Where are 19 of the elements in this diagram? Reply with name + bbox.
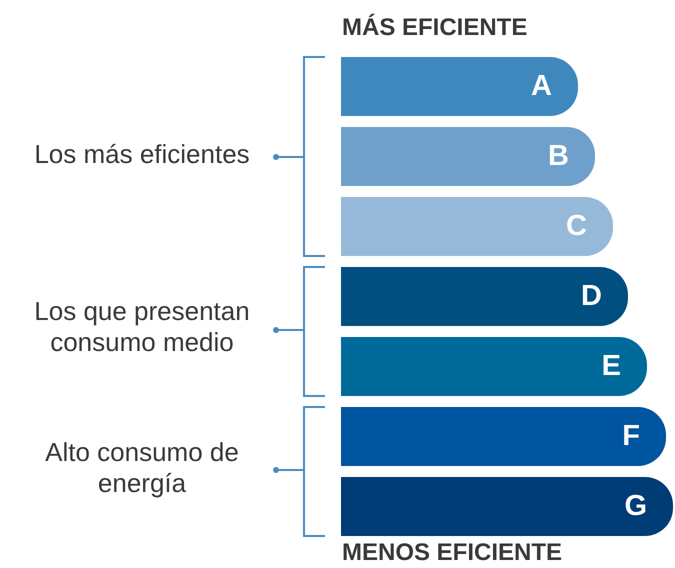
group-label: Alto consumo de energía bbox=[44, 437, 240, 500]
scale-heading: MÁS EFICIENTE bbox=[342, 14, 528, 42]
energy-class-bar bbox=[341, 57, 578, 116]
energy-class-bar bbox=[341, 477, 673, 536]
class-letter: G bbox=[624, 490, 647, 523]
energy-class-bar bbox=[341, 267, 628, 326]
class-letter: A bbox=[531, 70, 552, 103]
class-letter: F bbox=[622, 420, 640, 453]
energy-class-bar bbox=[341, 127, 595, 186]
energy-class-bar bbox=[341, 337, 647, 396]
group-label: Los que presentan consumo medio bbox=[33, 296, 251, 358]
class-letter: E bbox=[602, 350, 621, 383]
energy-class-bar bbox=[341, 407, 666, 466]
class-letter: D bbox=[581, 280, 602, 313]
energy-class-bar bbox=[341, 197, 613, 256]
scale-heading: MENOS EFICIENTE bbox=[342, 539, 562, 567]
class-letter: C bbox=[566, 210, 587, 243]
group-label: Los más eficientes bbox=[33, 139, 251, 170]
class-letter: B bbox=[548, 140, 569, 173]
